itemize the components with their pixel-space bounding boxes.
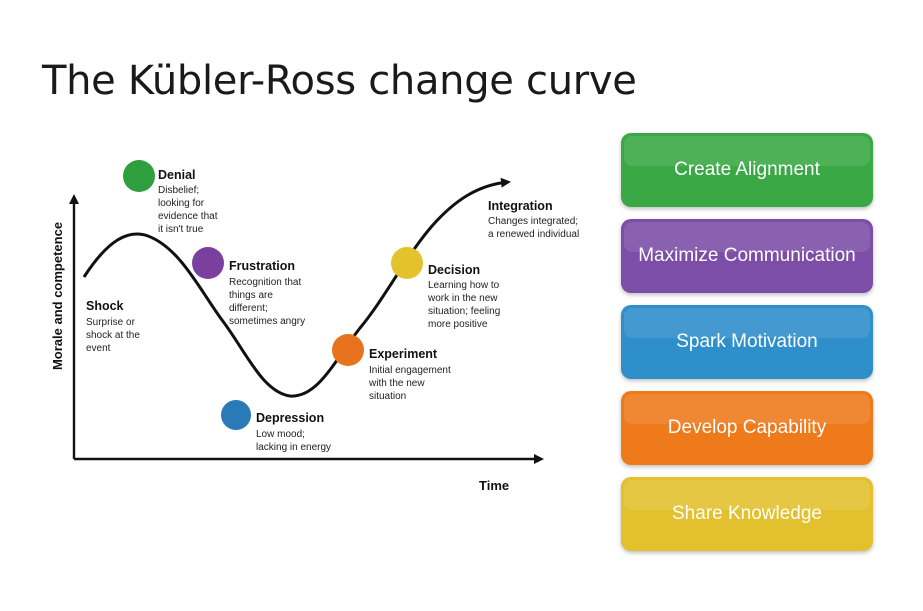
action-label: Spark Motivation <box>676 331 818 352</box>
stage-desc-denial-line: Disbelief; <box>158 185 199 196</box>
stage-desc-denial-line: evidence that <box>158 211 218 222</box>
stage-desc-experiment-line: Initial engagement <box>369 365 451 376</box>
stage-desc-shock-line: shock at the <box>86 330 140 341</box>
stage-desc-shock-line: Surprise or <box>86 317 136 328</box>
experiment-marker <box>332 334 364 366</box>
stage-name-shock: Shock <box>86 299 124 313</box>
y-axis-label: Morale and competence <box>50 222 65 370</box>
stage-desc-decision-line: situation; feeling <box>428 306 500 317</box>
decision-marker <box>391 247 423 279</box>
stage-desc-experiment-line: situation <box>369 391 406 402</box>
change-curve <box>82 177 511 398</box>
stage-desc-integration-line: a renewed individual <box>488 229 579 240</box>
stage-name-depression: Depression <box>256 411 324 425</box>
stage-desc-decision-line: Learning how to <box>428 280 500 291</box>
action-label: Maximize Communication <box>638 245 856 266</box>
stage-name-integration: Integration <box>488 199 553 213</box>
stage-desc-integration-line: Changes integrated; <box>488 216 578 227</box>
stage-desc-frustration-line: Recognition that <box>229 277 301 288</box>
stage-desc-depression-line: Low mood; <box>256 429 305 440</box>
stage-name-denial: Denial <box>158 168 196 182</box>
action-label: Develop Capability <box>667 417 827 438</box>
stage-name-decision: Decision <box>428 263 480 277</box>
create-alignment-button[interactable]: Create Alignment <box>621 133 873 207</box>
stage-desc-decision-line: more positive <box>428 319 488 330</box>
stage-name-frustration: Frustration <box>229 259 295 273</box>
stage-desc-experiment-line: with the new <box>368 378 425 389</box>
denial-marker <box>123 160 155 192</box>
stage-desc-frustration-line: things are <box>229 290 273 301</box>
stage-desc-depression-line: lacking in energy <box>256 442 331 453</box>
action-label: Share Knowledge <box>672 503 822 524</box>
depression-marker <box>221 400 251 430</box>
page-title: The Kübler-Ross change curve <box>42 58 637 104</box>
develop-capability-button[interactable]: Develop Capability <box>621 391 873 465</box>
stage-desc-decision-line: work in the new <box>427 293 498 304</box>
stage-desc-frustration-line: sometimes angry <box>229 316 305 327</box>
stage-name-experiment: Experiment <box>369 347 438 361</box>
stage-desc-denial-line: it isn't true <box>158 224 204 235</box>
stage-desc-denial-line: looking for <box>158 198 205 209</box>
maximize-communication-button[interactable]: Maximize Communication <box>621 219 873 293</box>
frustration-marker <box>192 247 224 279</box>
x-axis-label: Time <box>479 478 509 493</box>
share-knowledge-button[interactable]: Share Knowledge <box>621 477 873 551</box>
action-label: Create Alignment <box>674 159 820 180</box>
stage-desc-frustration-line: different; <box>229 303 268 314</box>
spark-motivation-button[interactable]: Spark Motivation <box>621 305 873 379</box>
stage-desc-shock-line: event <box>86 343 111 354</box>
